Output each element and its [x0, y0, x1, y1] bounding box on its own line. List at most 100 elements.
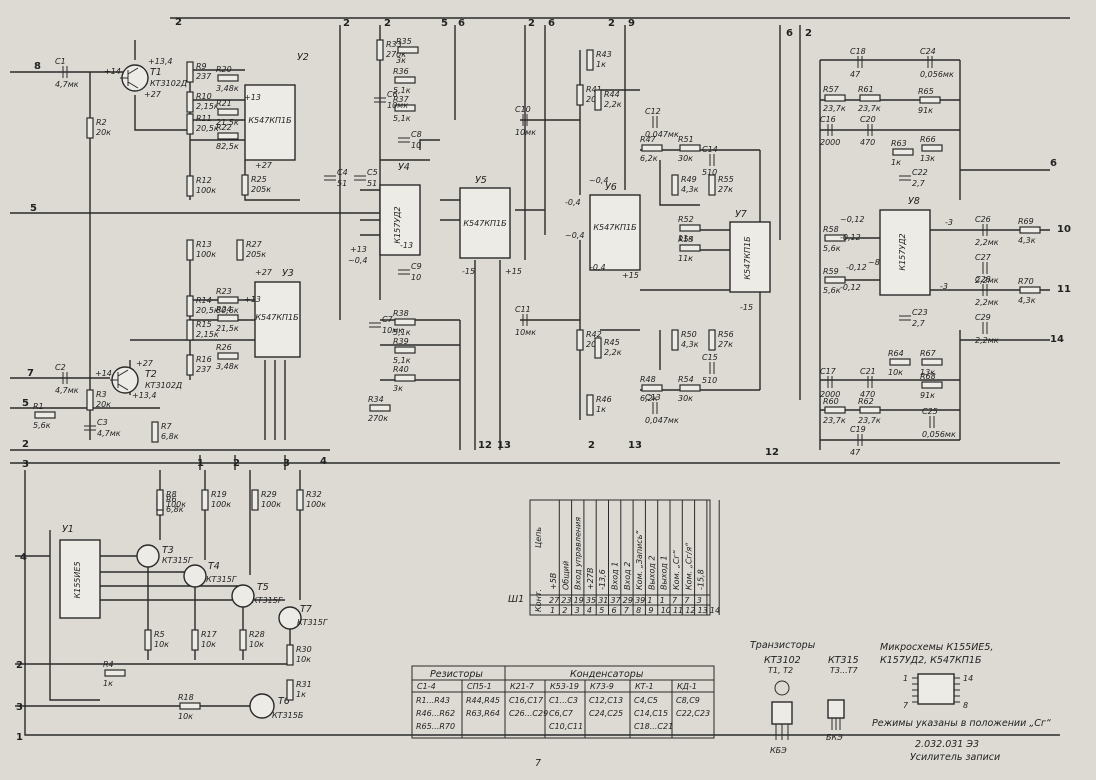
resistor-value: 4,3к [681, 185, 699, 194]
bus-label: 10 [1057, 224, 1071, 235]
ic-part: К155ИЕ5 [73, 561, 82, 598]
table-cell: C22,C23 [676, 709, 710, 718]
transistor-part: КТ315Г [162, 556, 193, 565]
capacitor-value: 0,047мк [645, 416, 679, 425]
legend-pin: 14 [963, 674, 973, 683]
voltage-label: +27 [144, 90, 162, 99]
capacitor-ref: C22 [912, 168, 928, 177]
resistor-value: 3к [393, 384, 403, 393]
table-cell: C10,C11 [549, 722, 583, 731]
voltage-label: -3 [940, 282, 948, 291]
resistor-value: 1к [891, 158, 901, 167]
resistor-ref: R63 [891, 139, 907, 148]
resistor-value: 6,2к [640, 394, 658, 403]
resistor-ref: R15 [196, 320, 212, 329]
connector-signal: Выход 1 [660, 555, 669, 590]
resistor-value: 100к [211, 500, 231, 509]
ic-y2: К547КП1Б У2 [244, 52, 309, 161]
resistor-ref: R27 [246, 240, 263, 249]
resistor-ref: R68 [920, 372, 936, 381]
resistor-ref: R29 [261, 490, 277, 499]
voltage-label: ~0,4 [348, 256, 367, 265]
connector-pin: 12 [685, 606, 695, 615]
capacitor-value: 2000 [820, 138, 840, 147]
ic-y4: К157УД2 У4 [379, 162, 421, 256]
table-type-header: К73-9 [590, 682, 614, 691]
bus-label: 5 [22, 398, 29, 409]
resistor-ref: R66 [920, 135, 936, 144]
connector-signal: Вход 2 [623, 562, 632, 590]
resistor-value: 100к [196, 250, 216, 259]
capacitor-ref: C18 [850, 47, 866, 56]
resistor-ref: R62 [858, 397, 874, 406]
legend-microcircuits-parts: К157УД2, К547КП1Б [880, 655, 982, 666]
capacitor-value: 51 [367, 179, 377, 188]
legend-transistors-title: Транзисторы [750, 640, 816, 651]
resistor-ref: R37 [393, 95, 410, 104]
capacitor-value: 4,7мк [55, 80, 79, 89]
resistor-ref: R56 [718, 330, 734, 339]
voltage-label: +13,4 [132, 391, 157, 400]
resistor-r63: R63 1к [891, 139, 914, 167]
resistor-ref: R12 [196, 176, 212, 185]
resistor-ref: R45 [604, 338, 620, 347]
resistor-value: 10к [178, 712, 193, 721]
voltage-label: -0,12 [840, 283, 861, 292]
resistor-ref: R54 [678, 375, 694, 384]
resistor-ref: R5 [154, 630, 165, 639]
resistor-ref: R18 [178, 693, 194, 702]
resistor-value: 30к [678, 154, 693, 163]
capacitor-ref: C3 [97, 418, 108, 427]
resistor-value: 205к [246, 250, 266, 259]
transistor-t5: Т5 КТ315Г [231, 582, 283, 608]
voltage-label: -0,12 [840, 233, 861, 242]
capacitor-value: 510 [702, 376, 717, 385]
voltage-label: +15 [505, 267, 522, 276]
capacitor-ref: C5 [367, 168, 378, 177]
connector-pin: 11 [673, 606, 683, 615]
resistor-ref: R58 [823, 225, 839, 234]
resistor-value: 100к [306, 500, 326, 509]
table-cell: R44,R45 [466, 696, 500, 705]
connector-contact: 1 [647, 596, 652, 605]
bus-label: 6 [786, 28, 793, 39]
voltage-labels: +13,4 +14 +27 +27 +14 +13,4 +13 +27 +27 … [95, 57, 953, 400]
table-cell: C1...C3 [549, 696, 578, 705]
resistor-ref: R61 [858, 85, 874, 94]
capacitor-value: 2,7 [912, 179, 926, 188]
capacitor-value: 47 [850, 70, 861, 79]
resistor-ref: R7 [161, 422, 173, 431]
voltage-label: +13 [350, 245, 367, 254]
resistor-ref: R11 [196, 114, 212, 123]
resistor-ref: R70 [1018, 277, 1034, 286]
resistor-ref: R64 [888, 349, 904, 358]
capacitor-value: 2,2мк [975, 336, 999, 345]
resistor-value: 270к [368, 414, 388, 423]
connector-contact: 35 [586, 596, 596, 605]
transistor-t1: Т1 КТ3102Д [120, 64, 187, 92]
connector-signal: Общий [561, 561, 570, 590]
transistor-ref: Т3 [162, 545, 174, 556]
connector-ref: Ш1 [508, 594, 524, 605]
resistor-value: 1к [596, 60, 606, 69]
connector-signal: Ком. „Сг“ [672, 549, 681, 590]
table-cell: R46...R62 [416, 709, 455, 718]
table-cell: C14,C15 [634, 709, 668, 718]
table-cell: C4,C5 [634, 696, 658, 705]
voltage-label: ~0,12 [840, 215, 865, 224]
resistor-ref: R47 [640, 135, 657, 144]
